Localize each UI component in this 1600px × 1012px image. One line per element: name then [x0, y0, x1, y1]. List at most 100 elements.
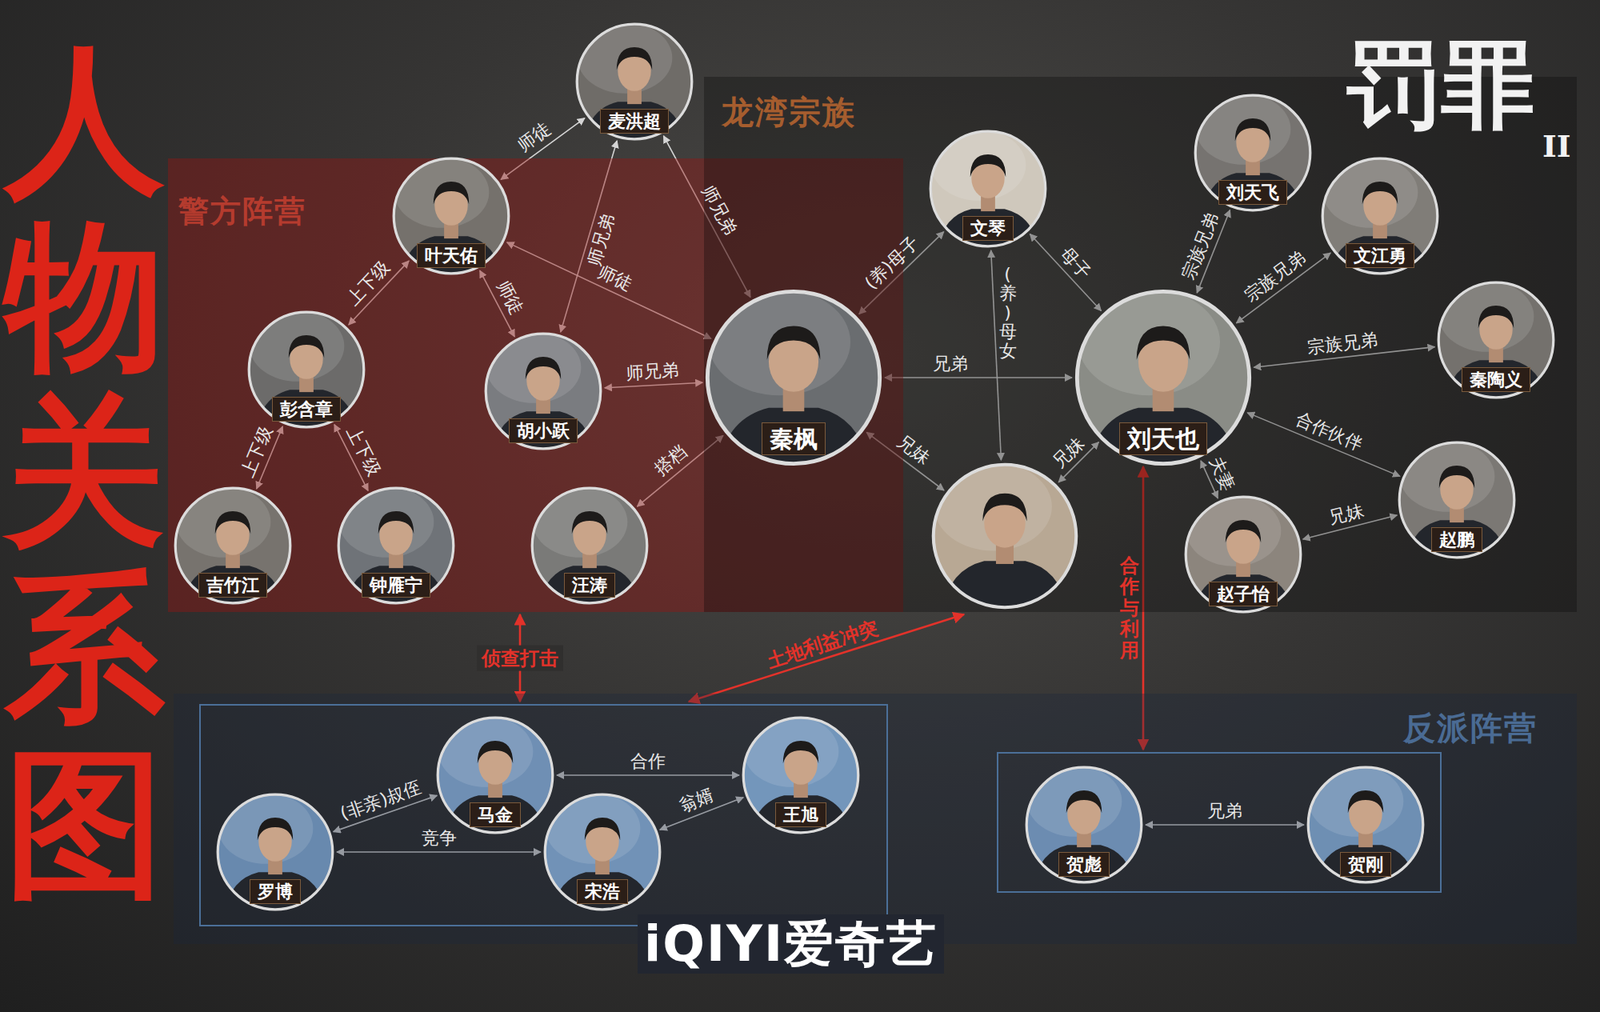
portrait-hair [1362, 181, 1398, 204]
edge-label-anchor: (养)母子 [860, 232, 924, 294]
person-portrait: 秦枫 [704, 288, 883, 467]
edge-label-anchor: 合作 [630, 751, 666, 772]
person-portrait [931, 462, 1079, 610]
name-plate: 胡小跃 [508, 418, 578, 444]
portrait-light [176, 486, 271, 558]
portrait-hair [1235, 118, 1271, 141]
portrait-ground [336, 486, 456, 605]
edge-label-anchor: 夫妻 [1204, 453, 1239, 495]
portrait-ring [1308, 767, 1424, 883]
group-box: 贺彪贺刚 [996, 752, 1442, 893]
watermark-logo: iQIYI爱奇艺 [637, 914, 944, 974]
name-plate: 文琴 [962, 216, 1014, 242]
name-plate: 麦洪超 [600, 108, 669, 135]
person-portrait: 胡小跃 [484, 332, 603, 451]
portrait-ground [1193, 93, 1312, 212]
portrait-photo [931, 462, 1079, 610]
portrait-body [584, 101, 684, 141]
conflict-label: 侦查打击 [476, 644, 564, 672]
portrait-ring [338, 488, 454, 604]
relation-label: 兄妹 [1048, 432, 1089, 473]
portrait-hair [767, 326, 821, 360]
portrait-group [436, 716, 555, 835]
name-plate: 王旭 [775, 802, 827, 828]
person-portrait: 汪涛 [530, 486, 649, 605]
name-plate: 彭含章 [272, 396, 341, 423]
portrait-hair [1439, 465, 1475, 488]
portrait-group [1024, 765, 1144, 884]
portrait-light [744, 716, 839, 788]
camp-heading: 龙湾宗族 [721, 92, 856, 132]
edge-label-anchor: 师徒 [514, 119, 556, 157]
portrait-hair [288, 335, 324, 358]
person-portrait: 钟雁宁 [336, 486, 456, 605]
portrait-ring [485, 333, 601, 449]
portrait-light [218, 792, 313, 864]
portrait-ground [1074, 288, 1252, 467]
portrait-ring [1076, 291, 1249, 464]
portrait-ground [741, 716, 860, 835]
relation-label: 兄弟 [1207, 800, 1243, 822]
name-plate: 秦陶义 [1461, 367, 1531, 393]
relation-label: 夫妻 [1204, 453, 1239, 495]
portrait-ring [930, 131, 1046, 247]
portrait-body [938, 208, 1038, 248]
portrait-hair [257, 817, 293, 840]
conflict-label: 合作与利用 [1120, 555, 1140, 661]
label-anchor: iQIYI爱奇艺 [637, 914, 944, 974]
edge-label-anchor: 师兄弟 [696, 181, 741, 239]
portrait-ring [393, 158, 509, 274]
portrait-ring [248, 312, 364, 428]
portrait-group [1436, 280, 1556, 400]
portrait-light [249, 310, 344, 382]
camp-heading: 反派阵营 [1403, 708, 1538, 748]
conflict-label: 土地利益冲突 [764, 616, 881, 674]
portrait-light [1196, 93, 1291, 165]
relation-label: 竞争 [421, 828, 457, 849]
portrait-group [216, 792, 335, 912]
portrait-body [256, 389, 356, 429]
portrait-ground [173, 486, 292, 605]
portrait-ground [931, 462, 1079, 610]
person-portrait: 贺彪 [1024, 765, 1144, 884]
edge-label-anchor: 侦查打击 [476, 644, 564, 672]
relation-label: 合作 [630, 751, 666, 772]
portrait-ground [1184, 495, 1303, 614]
portrait-ground [575, 22, 694, 141]
name-plate: 刘天飞 [1218, 180, 1288, 206]
portrait-body [1203, 172, 1303, 212]
edge-label-anchor: 兄妹 [1048, 432, 1089, 473]
portrait-light [1308, 765, 1404, 837]
person-portrait: 吉竹江 [173, 486, 292, 605]
portrait-ring [544, 794, 660, 910]
portrait-group [575, 22, 694, 141]
portrait-group [1397, 440, 1516, 560]
edge-label-anchor: (养)母女 [999, 264, 1017, 361]
edge-label-anchor: 兄妹 [1327, 499, 1367, 528]
portrait-body [1446, 360, 1546, 400]
relation-label: 上下级 [343, 256, 395, 310]
edge-label-anchor: 兄妹 [892, 431, 934, 470]
name-plate: 汪涛 [564, 572, 616, 599]
portrait-group [392, 156, 511, 276]
name-plate: 刘天也 [1119, 422, 1208, 456]
portrait-group [931, 462, 1079, 610]
portrait-ring [175, 488, 291, 604]
portrait-ground [1320, 156, 1440, 276]
portrait-ground [1397, 440, 1516, 560]
name-plate: 赵鹏 [1431, 527, 1483, 553]
portrait-group [704, 288, 883, 467]
portrait-ring [532, 488, 648, 604]
name-plate: 文江勇 [1345, 243, 1415, 269]
portrait-hair [433, 181, 469, 204]
portrait-ground [928, 129, 1048, 248]
name-plate: 吉竹江 [198, 572, 268, 599]
person-portrait: 刘天也 [1074, 288, 1252, 467]
portrait-group [1193, 93, 1312, 212]
portrait-light [1400, 440, 1495, 512]
person-portrait: 刘天飞 [1193, 93, 1312, 212]
portrait-light [1027, 765, 1122, 837]
relation-label: 兄弟 [932, 353, 968, 375]
name-plate: 钟雁宁 [361, 572, 431, 599]
edge-label-anchor: 师徒 [492, 276, 528, 318]
